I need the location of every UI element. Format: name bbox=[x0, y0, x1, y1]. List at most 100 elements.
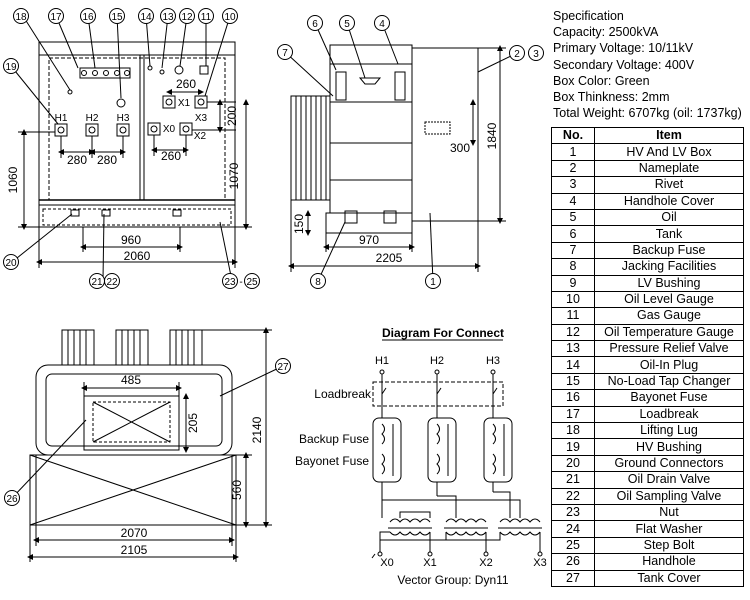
callout-19: 19 bbox=[5, 62, 17, 73]
part-name: Tank bbox=[594, 225, 744, 243]
part-name: Bayonet Fuse bbox=[594, 389, 744, 407]
part-name: No-Load Tap Changer bbox=[594, 372, 744, 391]
dim-1840: 1840 bbox=[485, 122, 499, 149]
front-view-callout-text: 18 17 16 15 14 13 12 11 10 19 20 21 22 2… bbox=[5, 12, 258, 288]
part-name: Ground Connectors bbox=[594, 454, 744, 473]
part-number: 8 bbox=[551, 258, 595, 276]
callout-18: 18 bbox=[15, 12, 27, 23]
part-name: Handhole bbox=[594, 553, 744, 571]
specification-block: Specification Capacity: 2500kVA Primary … bbox=[553, 8, 742, 121]
connection-diagram-text: Diagram For Connect H1 H2 H3 Loadbreak B… bbox=[295, 326, 547, 587]
loadbreak-label: Loadbreak bbox=[314, 387, 372, 401]
callout-22: 22 bbox=[106, 277, 118, 288]
plan-view bbox=[11, 327, 284, 562]
part-number: 1 bbox=[551, 143, 595, 161]
side-view bbox=[284, 22, 518, 282]
callout-21: 21 bbox=[91, 277, 103, 288]
callout-15: 15 bbox=[111, 12, 123, 23]
callout-6: 6 bbox=[312, 19, 318, 30]
side-view-dimensions: 300 1840 150 970 2205 bbox=[292, 122, 499, 265]
part-name: Nut bbox=[594, 503, 744, 522]
lifting-lug bbox=[67, 89, 73, 95]
part-number: 13 bbox=[551, 340, 595, 358]
label-x1: X1 bbox=[178, 98, 191, 109]
hv-terminal-h1: H1 bbox=[375, 355, 389, 367]
primary-winding-3 bbox=[499, 518, 541, 523]
part-name: Pressure Relief Valve bbox=[594, 340, 744, 358]
primary-winding-2 bbox=[445, 518, 487, 523]
hv-bushing-3 bbox=[116, 123, 130, 137]
label-h1: H1 bbox=[55, 113, 68, 124]
dim-260-top: 260 bbox=[176, 77, 196, 91]
part-number: 6 bbox=[551, 225, 595, 243]
part-name: Oil bbox=[594, 208, 744, 227]
side-radiator bbox=[290, 95, 331, 201]
header-no: No. bbox=[551, 126, 595, 145]
part-number: 24 bbox=[551, 520, 595, 538]
part-name: Handhole Cover bbox=[594, 192, 744, 210]
dim-260-low: 260 bbox=[161, 149, 181, 163]
lv-bushing-x3 bbox=[194, 95, 208, 109]
callout-10: 10 bbox=[224, 12, 236, 23]
dim-960: 960 bbox=[121, 233, 141, 247]
spec-total-weight: Total Weight: 6707kg (oil: 1737kg) bbox=[553, 106, 742, 121]
loadbreak-box bbox=[372, 381, 504, 407]
spec-box-color: Box Color: Green bbox=[553, 73, 650, 88]
callout-4: 4 bbox=[379, 19, 385, 30]
dim-280-b: 280 bbox=[97, 153, 117, 167]
lv-terminal-x0: X0 bbox=[380, 557, 393, 569]
part-number: 3 bbox=[551, 176, 595, 194]
callout-3: 3 bbox=[533, 49, 539, 60]
part-number: 25 bbox=[551, 536, 595, 555]
part-name: Nameplate bbox=[594, 159, 744, 178]
part-number: 21 bbox=[551, 471, 595, 489]
dim-485: 485 bbox=[121, 373, 141, 387]
part-name: Tank Cover bbox=[594, 569, 744, 587]
dim-1070: 1070 bbox=[227, 162, 241, 189]
side-hv-lv-box bbox=[411, 47, 479, 222]
front-view-labels: H1 H2 H3 X1 X0 X2 X3 bbox=[55, 98, 208, 142]
side-view-callout-text: 6 5 4 7 2 3 8 1 bbox=[282, 19, 539, 288]
callout-25: 25 bbox=[246, 277, 258, 288]
part-name: Oil Temperature Gauge bbox=[594, 323, 744, 342]
diagram-title: Diagram For Connect bbox=[382, 326, 504, 340]
lv-bushing-x0 bbox=[147, 122, 161, 136]
label-h2: H2 bbox=[86, 113, 99, 124]
side-tank bbox=[329, 44, 413, 214]
dim-2070: 2070 bbox=[121, 526, 148, 540]
plan-view-callouts bbox=[4, 358, 291, 506]
header-item: Item bbox=[594, 126, 744, 145]
part-name: Step Bolt bbox=[594, 536, 744, 555]
spec-primary-voltage: Primary Voltage: 10/11kV bbox=[553, 41, 694, 56]
hv-terminal-h2: H2 bbox=[430, 355, 444, 367]
secondary-winding-3 bbox=[499, 531, 541, 536]
lv-terminal-x1: X1 bbox=[423, 557, 436, 569]
callout-16: 16 bbox=[82, 12, 94, 23]
part-name: Rivet bbox=[594, 176, 744, 194]
part-name: Jacking Facilities bbox=[594, 258, 744, 276]
front-view-callouts bbox=[3, 8, 260, 289]
part-number: 7 bbox=[551, 241, 595, 260]
part-number: 10 bbox=[551, 290, 595, 309]
part-number: 20 bbox=[551, 454, 595, 473]
spec-capacity: Capacity: 2500kVA bbox=[553, 25, 659, 40]
part-name: HV And LV Box bbox=[594, 143, 744, 161]
lv-terminal-x2: X2 bbox=[479, 557, 492, 569]
hv-terminal-h3: H3 bbox=[486, 355, 500, 367]
label-x3: X3 bbox=[195, 113, 208, 124]
